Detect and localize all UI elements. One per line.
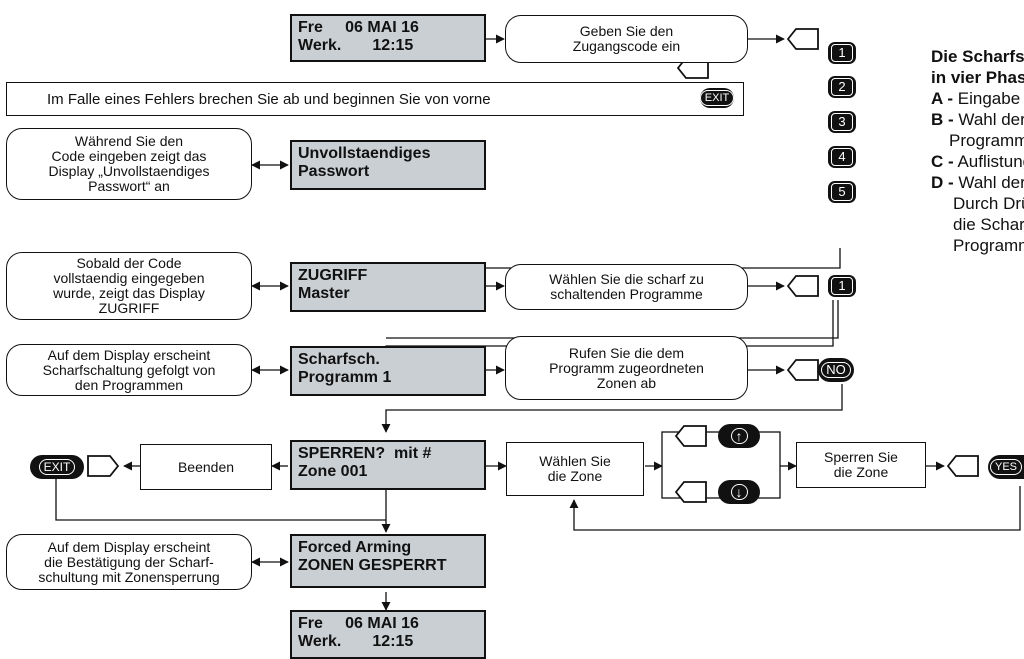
display-access-line1: ZUGRIFF — [298, 267, 368, 284]
side-item: Programmen vorgenommen — [953, 236, 1024, 255]
confirm-note: Auf dem Display erscheint die Bestätigun… — [6, 534, 252, 590]
arrow-up-key[interactable]: ↑ — [718, 424, 760, 448]
side-item: Programme — [949, 131, 1024, 150]
display-arming: Scharfsch. Programm 1 — [290, 346, 486, 396]
key-1[interactable]: 1 — [828, 42, 856, 64]
display-bypass-line1: SPERREN? mit # — [298, 445, 432, 462]
key-program-1[interactable]: 1 — [828, 275, 856, 297]
key-3[interactable]: 3 — [828, 111, 856, 133]
arrow-down-key[interactable]: ↓ — [718, 480, 760, 504]
access-note-text: Sobald der Code vollstaendig eingegeben … — [53, 255, 205, 316]
side-item: B - Wahl der scharf zu schaltenden — [931, 110, 1024, 129]
finish-text: Beenden — [177, 458, 235, 475]
incomplete-note: Während Sie den Code eingeben zeigt das … — [6, 128, 252, 200]
side-item: die Scharfschaltung mit den — [953, 215, 1024, 234]
key-4[interactable]: 4 — [828, 146, 856, 168]
display-arming-line2: Programm 1 — [298, 369, 392, 386]
exit-key-top[interactable]: EXIT — [699, 88, 735, 108]
enter-code-text: Geben Sie den Zugangscode ein — [572, 23, 681, 54]
display-incomplete-line1: Unvollstaendiges — [298, 145, 431, 162]
display-incomplete: Unvollstaendiges Passwort — [290, 140, 486, 190]
display-forced-line2: ZONEN GESPERRT — [298, 557, 447, 574]
display-access: ZUGRIFF Master — [290, 262, 486, 312]
display-bypass-line2: Zone 001 — [298, 463, 368, 480]
side-item: C - Auflistung der Zonen — [931, 152, 1024, 171]
display-end-line1: Fre 06 MAI 16 — [298, 615, 419, 632]
side-panel: Die Scharfschaltung erfolgt in vier Phas… — [931, 46, 1024, 256]
arming-note-text: Auf dem Display erscheint Scharfschaltun… — [42, 346, 216, 393]
select-programs-step: Wählen Sie die scharf zu schaltenden Pro… — [505, 264, 748, 310]
side-heading-2: in vier Phasen: — [931, 68, 1024, 87]
access-note: Sobald der Code vollstaendig eingegeben … — [6, 252, 252, 320]
display-start-line2: Werk. 12:15 — [298, 37, 414, 54]
error-note: Im Falle eines Fehlers brechen Sie ab un… — [6, 82, 744, 116]
select-zone-text: Wählen Sie die Zone — [539, 453, 611, 484]
display-bypass: SPERREN? mit # Zone 001 — [290, 440, 486, 490]
incomplete-note-text: Während Sie den Code eingeben zeigt das … — [48, 133, 210, 194]
no-key[interactable]: NO — [818, 358, 854, 382]
display-forced: Forced Arming ZONEN GESPERRT — [290, 534, 486, 588]
recall-zones-step: Rufen Sie die dem Programm zugeordneten … — [505, 336, 748, 400]
side-heading-1: Die Scharfschaltung erfolgt — [931, 47, 1024, 66]
select-zone-step: Wählen Sie die Zone — [506, 442, 644, 496]
display-access-line2: Master — [298, 285, 350, 302]
enter-code-step: Geben Sie den Zugangscode ein — [505, 15, 748, 63]
bypass-zone-step: Sperren Sie die Zone — [796, 442, 926, 488]
confirm-note-text: Auf dem Display erscheint die Bestätigun… — [38, 538, 220, 585]
recall-zones-text: Rufen Sie die dem Programm zugeordneten … — [549, 344, 704, 391]
side-item: D - Wahl der zu sperrenden Zonen — [931, 173, 1024, 192]
display-arming-line1: Scharfsch. — [298, 351, 380, 368]
display-start-line1: Fre 06 MAI 16 — [298, 19, 419, 36]
bypass-zone-text: Sperren Sie die Zone — [824, 449, 898, 480]
finish-step: Beenden — [140, 444, 272, 490]
exit-key-bottom[interactable]: EXIT — [30, 455, 84, 479]
key-5[interactable]: 5 — [828, 181, 856, 203]
arming-note: Auf dem Display erscheint Scharfschaltun… — [6, 344, 252, 396]
side-item: A - Eingabe des Zugangscodes — [931, 89, 1024, 108]
display-end: Fre 06 MAI 16 Werk. 12:15 — [290, 610, 486, 659]
yes-key[interactable]: YES — [988, 455, 1024, 479]
display-start: Fre 06 MAI 16 Werk. 12:15 — [290, 14, 486, 62]
key-2[interactable]: 2 — [828, 76, 856, 98]
side-item: Durch Drücken von YES wird — [953, 194, 1024, 213]
error-note-text: Im Falle eines Fehlers brechen Sie ab un… — [47, 90, 491, 108]
display-incomplete-line2: Passwort — [298, 163, 370, 180]
select-programs-text: Wählen Sie die scharf zu schaltenden Pro… — [549, 271, 704, 302]
display-end-line2: Werk. 12:15 — [298, 633, 414, 650]
display-forced-line1: Forced Arming — [298, 539, 412, 556]
